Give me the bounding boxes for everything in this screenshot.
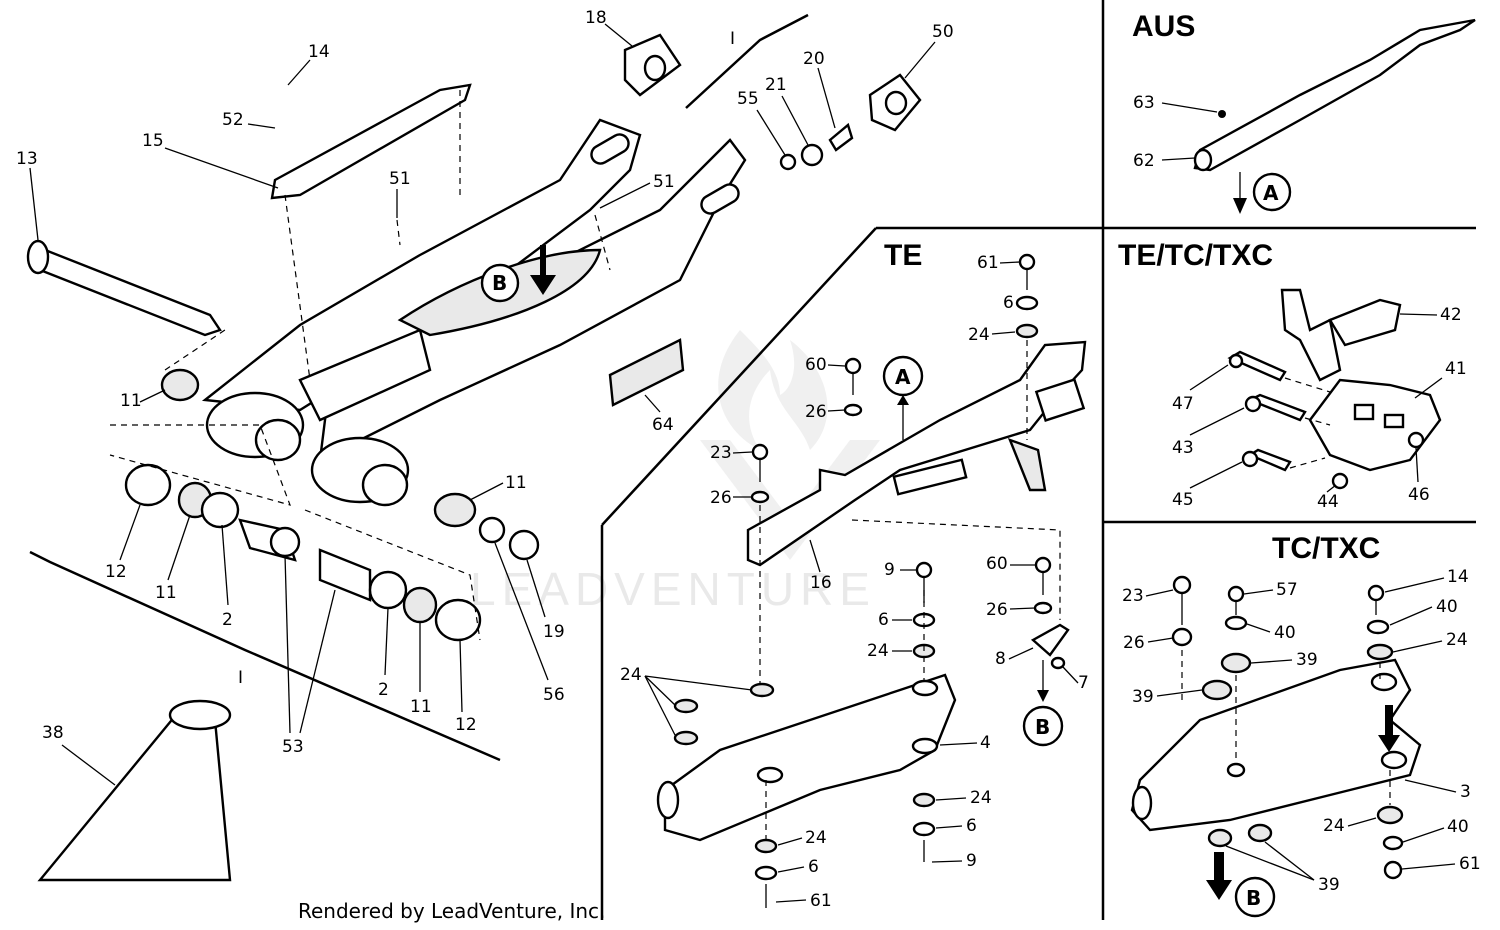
label-45: 45 (1172, 490, 1194, 510)
label-24-te-left: 24 (620, 665, 642, 685)
label-11-a: 11 (120, 391, 142, 411)
label-39-tc-a: 39 (1296, 650, 1318, 670)
label-A-aus: A (1263, 181, 1279, 205)
te-tc-txc-drawing (1227, 288, 1442, 490)
label-2-a: 2 (222, 610, 233, 630)
label-47: 47 (1172, 394, 1194, 414)
label-24-tc-a: 24 (1446, 630, 1468, 650)
label-3: 3 (1460, 782, 1471, 802)
label-26-tc: 26 (1123, 633, 1145, 653)
label-26-te-c: 26 (986, 600, 1008, 620)
label-4: 4 (980, 733, 991, 753)
label-51-left: 51 (389, 169, 411, 189)
label-57: 57 (1276, 580, 1298, 600)
label-14-tc: 14 (1447, 567, 1469, 587)
label-2-b: 2 (378, 680, 389, 700)
label-62: 62 (1133, 151, 1155, 171)
label-12-b: 12 (455, 715, 477, 735)
label-12-a: 12 (105, 562, 127, 582)
label-15: 15 (142, 131, 164, 151)
label-44: 44 (1317, 492, 1339, 512)
te-labels: 61 6 24 A 60 26 23 26 16 9 6 24 60 26 8 … (620, 253, 1089, 911)
label-20: 20 (803, 49, 825, 69)
label-19: 19 (543, 622, 565, 642)
label-53: 53 (282, 737, 304, 757)
label-40-tc-b: 40 (1274, 623, 1296, 643)
label-A-te: A (895, 365, 911, 389)
label-18: 18 (585, 8, 607, 28)
heading-te: TE (884, 239, 922, 272)
te-tc-txc-labels: 42 41 47 43 45 44 46 (1172, 305, 1467, 512)
label-16: 16 (810, 573, 832, 593)
label-8: 8 (995, 649, 1006, 669)
label-23-te: 23 (710, 443, 732, 463)
label-39-tc-b: 39 (1132, 687, 1154, 707)
label-6-te-mid: 6 (878, 610, 889, 630)
label-41: 41 (1445, 359, 1467, 379)
te-drawing (656, 253, 1087, 908)
label-21: 21 (765, 75, 787, 95)
label-46: 46 (1408, 485, 1430, 505)
tc-txc-labels: 23 57 14 40 40 26 24 39 39 3 24 40 61 B … (1122, 567, 1481, 910)
label-11-b: 11 (505, 473, 527, 493)
label-I-top: I (730, 29, 735, 49)
label-61-te-top: 61 (977, 253, 999, 273)
label-43: 43 (1172, 438, 1194, 458)
label-60-te-a: 60 (805, 355, 827, 375)
label-39-tc-c: 39 (1318, 875, 1340, 895)
label-60-te-b: 60 (986, 554, 1008, 574)
label-13: 13 (16, 149, 38, 169)
swingarm-drawing (26, 33, 922, 882)
label-24-tc-b: 24 (1323, 816, 1345, 836)
aus-labels: 63 62 A (1133, 93, 1279, 205)
label-6-te-top: 6 (1003, 293, 1014, 313)
label-50: 50 (932, 22, 954, 42)
label-I-bottom: I (238, 668, 243, 688)
label-11-d: 11 (410, 697, 432, 717)
label-B-tc: B (1246, 886, 1261, 910)
heading-aus: AUS (1132, 10, 1195, 43)
label-38: 38 (42, 723, 64, 743)
label-63: 63 (1133, 93, 1155, 113)
section-frames (29, 0, 1476, 920)
label-24-te-right: 24 (970, 788, 992, 808)
swingarm-labels: 18 50 14 52 15 13 51 51 20 21 55 I B 64 … (16, 8, 954, 786)
label-B-swingarm: B (492, 271, 507, 295)
heading-te-tc-txc: TE/TC/TXC (1118, 239, 1273, 272)
label-24-te-bottom: 24 (805, 828, 827, 848)
label-51-right: 51 (653, 172, 675, 192)
label-52: 52 (222, 110, 244, 130)
label-56: 56 (543, 685, 565, 705)
label-24-te-top: 24 (968, 325, 990, 345)
label-11-c: 11 (155, 583, 177, 603)
label-61-tc: 61 (1459, 854, 1481, 874)
label-40-tc-c: 40 (1447, 817, 1469, 837)
label-6-te-right: 6 (966, 816, 977, 836)
label-26-te-b: 26 (710, 488, 732, 508)
tc-txc-drawing (1130, 575, 1422, 918)
label-64: 64 (652, 415, 674, 435)
label-9-te-bottom: 9 (966, 851, 977, 871)
label-6-te-bottom: 6 (808, 857, 819, 877)
label-14: 14 (308, 42, 330, 62)
label-42: 42 (1440, 305, 1462, 325)
label-55: 55 (737, 89, 759, 109)
label-23-tc: 23 (1122, 586, 1144, 606)
heading-tc-txc: TC/TXC (1272, 532, 1380, 565)
label-7: 7 (1078, 673, 1089, 693)
footer-credit: Rendered by LeadVenture, Inc. (298, 899, 605, 923)
label-24-te-mid: 24 (867, 641, 889, 661)
aus-drawing (1193, 18, 1476, 214)
label-B-te: B (1035, 715, 1050, 739)
label-61-te-bottom: 61 (810, 891, 832, 911)
label-40-tc-a: 40 (1436, 597, 1458, 617)
label-26-te-a: 26 (805, 402, 827, 422)
label-9-te-top: 9 (884, 560, 895, 580)
